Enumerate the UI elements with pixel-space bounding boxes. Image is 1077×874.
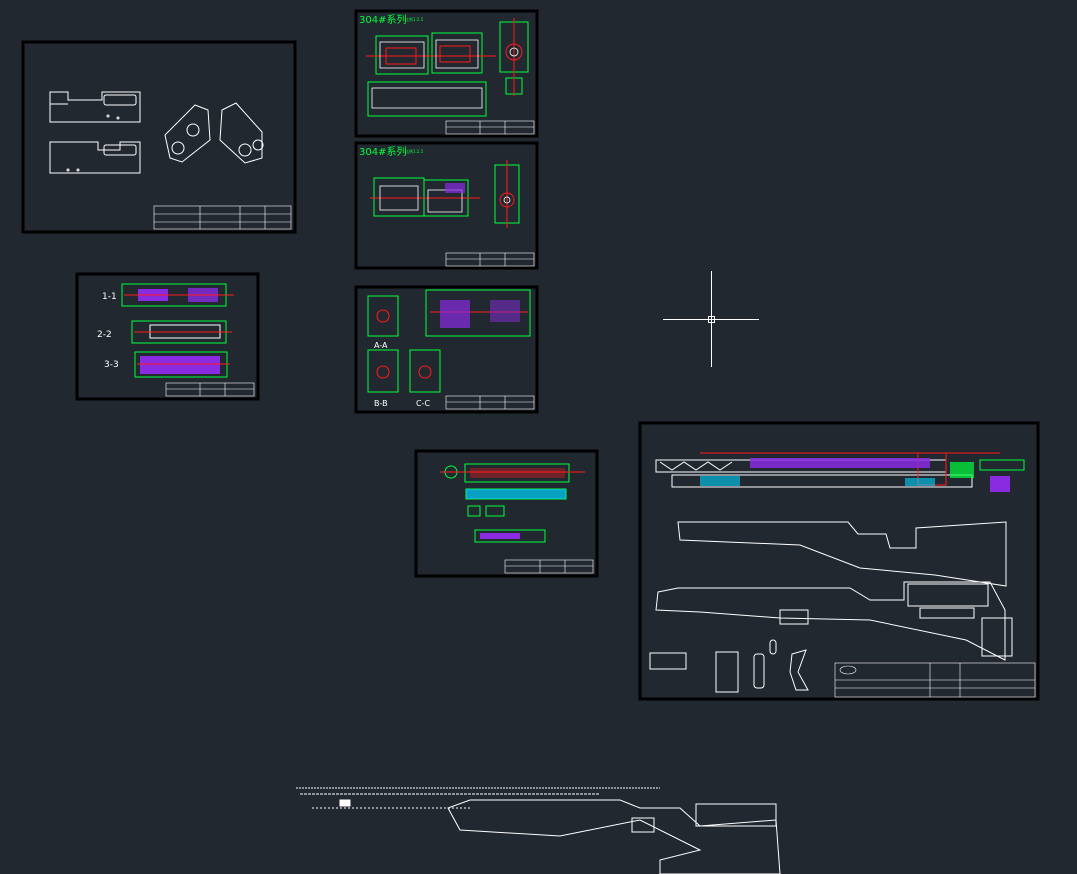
sheet-scale: 比例1:2.5	[405, 16, 424, 22]
section-label-3: 3-3	[104, 360, 119, 370]
view-label-c: C-C	[416, 399, 430, 408]
drawing-sheet-sections[interactable]: 1-1 2-2 3-3	[75, 272, 260, 401]
drawing-sheet-barrel-parts[interactable]	[414, 449, 599, 578]
crosshair-cursor-icon	[663, 271, 759, 367]
drawing-sheet-views[interactable]: A-A B-B C-C	[354, 285, 539, 414]
drawing-sheet-parts[interactable]	[21, 40, 297, 234]
view-label-a: A-A	[374, 341, 388, 350]
sheet-scale: 比例1:2.5	[405, 148, 424, 154]
loose-rifle-geometry[interactable]	[296, 787, 781, 874]
drawing-sheet-304-mid[interactable]: 304#系列 比例1:2.5	[354, 141, 539, 270]
drawing-sheet-304-top[interactable]: 304#系列 比例1:2.5	[354, 9, 539, 138]
section-label-1: 1-1	[102, 292, 117, 302]
view-label-b: B-B	[374, 399, 388, 408]
sheet-title: 304#系列	[359, 13, 406, 26]
sheet-title: 304#系列	[359, 145, 406, 158]
drawing-sheet-rifle-assembly[interactable]	[638, 421, 1040, 701]
section-label-2: 2-2	[97, 330, 112, 340]
